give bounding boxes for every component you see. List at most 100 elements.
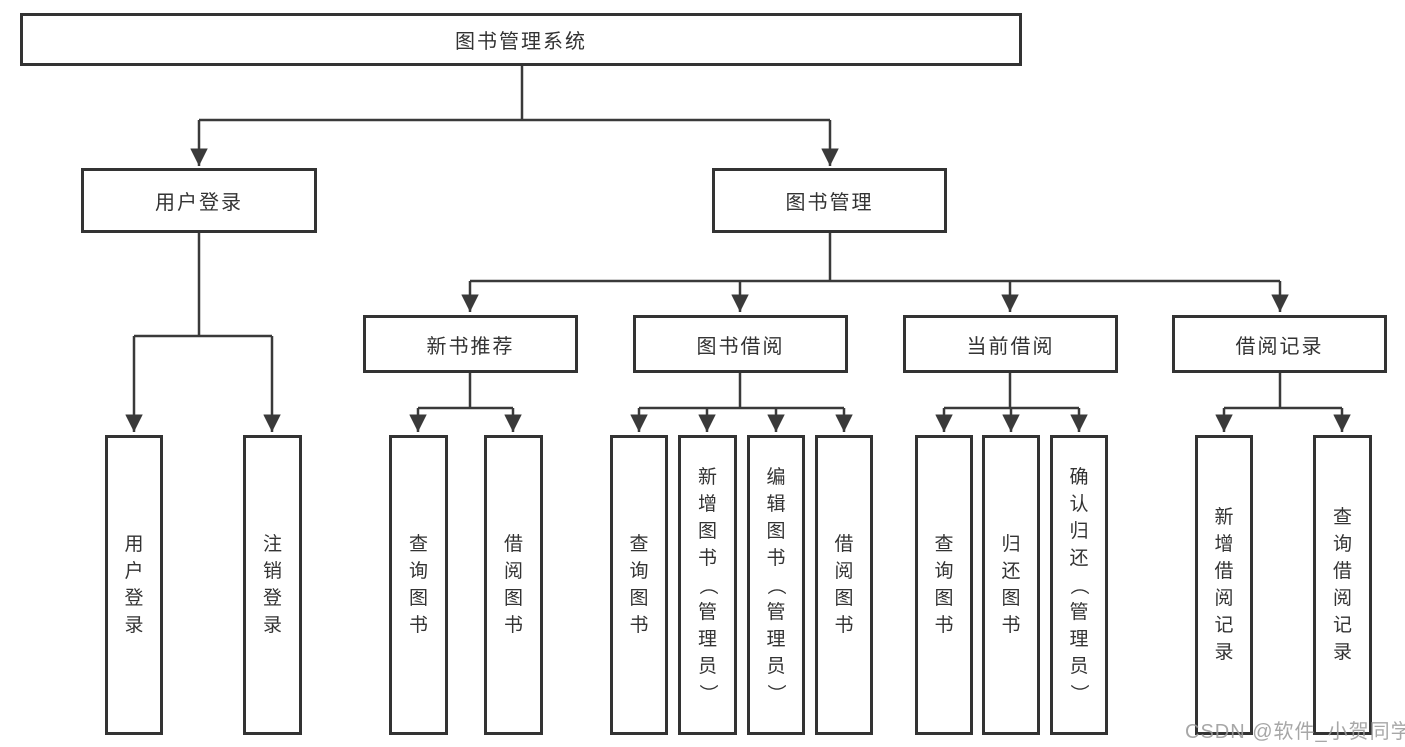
leaf-query-books-2: 查询图书	[610, 435, 668, 735]
label-char: 用	[124, 534, 144, 555]
node-book-borrow: 图书借阅	[633, 315, 848, 373]
label-char: 图	[408, 588, 428, 609]
label-char: 登	[124, 588, 144, 609]
label-char: 查	[1332, 507, 1352, 528]
leaf-query-books-1: 查询图书	[389, 435, 448, 735]
leaf-user-login-label: 用户登录	[124, 535, 143, 635]
label-char: 书	[629, 615, 649, 636]
leaf-confirm-return-admin: 确认归还（管理员）	[1050, 435, 1108, 735]
label-char: 书	[1001, 615, 1021, 636]
label-char: 借	[1214, 561, 1234, 582]
label-char: 查	[629, 534, 649, 555]
leaf-return-book: 归还图书	[982, 435, 1040, 735]
leaf-query-books-1-label: 查询图书	[409, 535, 428, 635]
label-char: 借	[834, 534, 854, 555]
label-char: 图	[834, 588, 854, 609]
label-char: 管	[1069, 601, 1089, 623]
connector-group	[125, 66, 1351, 432]
node-library-system: 图书管理系统	[20, 13, 1022, 66]
leaf-query-books-3-label: 查询图书	[934, 535, 953, 635]
label-char: 借	[1332, 561, 1352, 582]
label-char: 录	[262, 615, 282, 636]
node-user-login-label: 用户登录	[155, 192, 243, 214]
leaf-confirm-return-admin-label: 确认归还（管理员）	[1068, 466, 1090, 703]
label-char: ）	[765, 683, 787, 703]
label-char: 查	[934, 534, 954, 555]
label-char: ）	[696, 683, 718, 703]
label-char: 新	[1214, 507, 1234, 528]
label-char: 书	[934, 615, 954, 636]
leaf-add-book-admin-label: 新增图书 （ 管理员 ）	[696, 466, 718, 703]
label-char: 管	[766, 601, 786, 623]
leaf-query-books-2-label: 查询图书	[629, 535, 648, 635]
leaf-user-login: 用户登录	[105, 435, 163, 735]
label-char: 图	[697, 520, 717, 542]
label-char: 图	[503, 588, 523, 609]
label-char: 图	[766, 520, 786, 542]
label-char: 编	[766, 466, 786, 488]
label-char: 记	[1332, 615, 1352, 636]
leaf-return-book-label: 归还图书	[1001, 535, 1020, 635]
leaf-add-borrow-record-label: 新增借阅记录	[1214, 508, 1233, 662]
label-char: 查	[408, 534, 428, 555]
label-char: 借	[503, 534, 523, 555]
node-book-borrow-label: 图书借阅	[696, 335, 785, 358]
label-char: 询	[629, 561, 649, 582]
label-char: 录	[124, 615, 144, 636]
leaf-borrow-books-2-label: 借阅图书	[834, 535, 853, 635]
node-borrow-records: 借阅记录	[1172, 315, 1387, 373]
leaf-add-borrow-record: 新增借阅记录	[1195, 435, 1253, 735]
label-char: 归	[1001, 534, 1021, 555]
node-library-system-label: 图书管理系统	[455, 31, 587, 53]
label-char: 还	[1069, 547, 1089, 569]
node-borrow-records-label: 借阅记录	[1235, 335, 1324, 358]
leaf-logout: 注销登录	[243, 435, 302, 735]
leaf-borrow-books-1: 借阅图书	[484, 435, 543, 735]
label-char: 图	[629, 588, 649, 609]
label-char: 阅	[1214, 588, 1234, 609]
label-char: 确	[1069, 466, 1089, 488]
label-char: 书	[766, 547, 786, 569]
leaf-query-borrow-record-label: 查询借阅记录	[1333, 508, 1352, 662]
label-char: 登	[262, 588, 282, 609]
label-char: 员	[697, 655, 717, 677]
leaf-logout-label: 注销登录	[263, 535, 282, 635]
label-char: 书	[697, 547, 717, 569]
label-char: 认	[1069, 493, 1089, 515]
label-char: 图	[1001, 588, 1021, 609]
label-char: 图	[934, 588, 954, 609]
label-char: 还	[1001, 561, 1021, 582]
label-char: 增	[697, 493, 717, 515]
node-user-login: 用户登录	[81, 168, 317, 233]
label-char: 阅	[834, 561, 854, 582]
node-current-borrow: 当前借阅	[903, 315, 1118, 373]
label-char: 新	[697, 466, 717, 488]
label-char: ）	[1068, 683, 1090, 703]
label-char: 管	[697, 601, 717, 623]
leaf-add-book-admin: 新增图书 （ 管理员 ）	[678, 435, 737, 735]
label-char: 阅	[503, 561, 523, 582]
node-book-management: 图书管理	[712, 168, 947, 233]
label-char: 销	[262, 561, 282, 582]
label-char: 录	[1214, 642, 1234, 663]
label-char: 书	[834, 615, 854, 636]
label-char: （	[1068, 575, 1090, 595]
leaf-edit-book-admin: 编辑图书（管理员）	[747, 435, 805, 735]
leaf-borrow-books-1-label: 借阅图书	[504, 535, 523, 635]
label-char: （	[696, 575, 718, 595]
node-new-book-recommend: 新书推荐	[363, 315, 578, 373]
leaf-borrow-books-2: 借阅图书	[815, 435, 873, 735]
label-char: 询	[1332, 534, 1352, 555]
label-char: 归	[1069, 520, 1089, 542]
label-char: 阅	[1332, 588, 1352, 609]
leaf-query-borrow-record: 查询借阅记录	[1313, 435, 1372, 735]
label-char: 理	[697, 628, 717, 650]
label-char: 书	[408, 615, 428, 636]
label-char: 增	[1214, 534, 1234, 555]
label-char: （	[765, 575, 787, 595]
label-char: 注	[262, 534, 282, 555]
label-char: 录	[1332, 642, 1352, 663]
label-char: 询	[934, 561, 954, 582]
